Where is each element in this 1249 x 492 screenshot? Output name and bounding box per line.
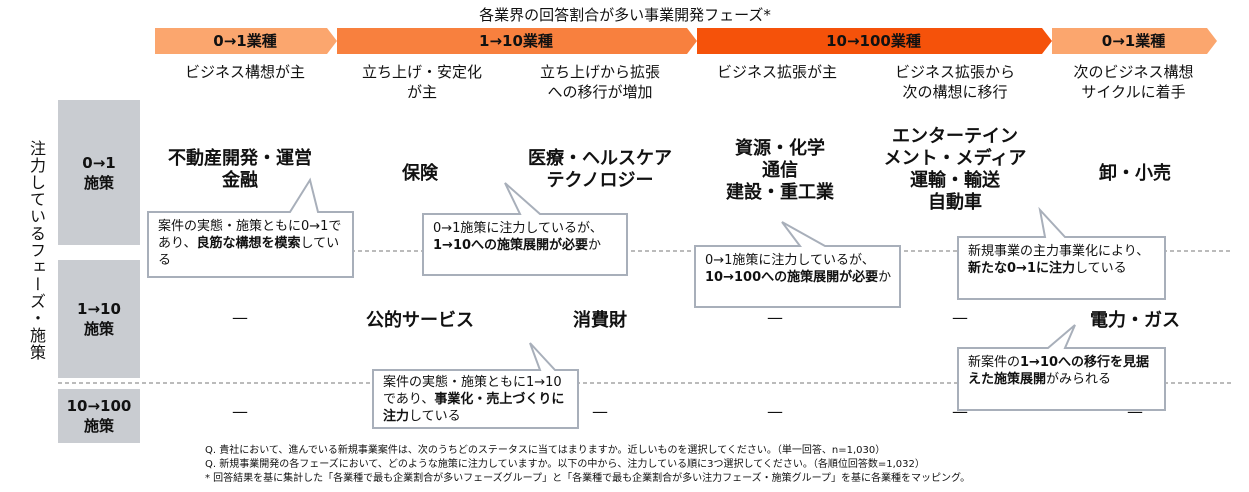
empty-mark: — (767, 402, 783, 421)
phase-label-10to100: 10→100業種 (826, 32, 921, 50)
phase-label-0to1-next: 0→1業種 (1101, 32, 1166, 50)
callout-1-shape (147, 177, 354, 278)
phase-label-1to10: 1→10業種 (479, 32, 553, 50)
empty-mark: — (952, 402, 968, 421)
footnote-q1: Q. 貴社において、進んでいる新規事業案件は、次のうちどのステータスに当てはまり… (205, 445, 886, 456)
callout-next-0to1: 新規事業の主力事業化により、新たな0→1に注力している (968, 244, 1150, 276)
empty-mark: — (232, 308, 248, 327)
phase-description: 立ち上げから拡張 への移行が増加 (539, 63, 660, 101)
industry-label: 医療・ヘルスケア テクノロジー (528, 148, 672, 191)
callout-2-shape (422, 182, 628, 276)
phase-arrow-3 (697, 28, 1052, 54)
callout-0to1-industry: 案件の実態・施策ともに0→1であり、良筋な構想を模索している (158, 219, 342, 268)
phase-description: 次のビジネス構想 サイクルに着手 (1073, 63, 1194, 101)
industry-label: 卸・小売 (1099, 163, 1171, 184)
phase-arrow-1 (155, 28, 337, 54)
footnote-method: * 回答結果を基に集計した「各業種で最も企業割合が多いフェーズグループ」と「各業… (205, 473, 971, 484)
callout-5-shape (957, 324, 1166, 411)
industry-label: 保険 (402, 163, 438, 184)
industry-label: 電力・ガス (1090, 310, 1180, 331)
callout-electricity-gas: 新案件の1→10への移行を見据えた施策展開がみられる (968, 355, 1150, 387)
empty-mark: — (767, 308, 783, 327)
industry-label: 消費財 (573, 310, 627, 331)
phase-description: 立ち上げ・安定化 が主 (361, 63, 482, 101)
empty-mark: — (952, 308, 968, 327)
phase-arrow-4 (1052, 28, 1217, 54)
row-header-0to1: 0→1 施策 (58, 100, 140, 245)
row-header-10to100: 10→100 施策 (58, 389, 140, 443)
callout-4-shape (957, 206, 1166, 300)
vertical-axis-label: 注力しているフェーズ・施策 (27, 140, 46, 361)
phase-description: ビジネス構想が主 (184, 63, 305, 81)
callout-3-shape (694, 221, 901, 308)
callout-6-shape (372, 342, 579, 429)
callout-1to10-industry: 案件の実態・施策ともに1→10であり、事業化・売上づくりに注力している (383, 375, 565, 424)
empty-mark: — (232, 402, 248, 421)
industry-label: 公的サービス (366, 310, 474, 331)
phase-description: ビジネス拡張から 次の構想に移行 (894, 63, 1015, 101)
callout-10to100-industry: 0→1施策に注力しているが、10→100への施策展開が必要か (705, 253, 892, 285)
phase-description: ビジネス拡張が主 (716, 63, 837, 81)
empty-mark: — (592, 402, 608, 421)
phase-arrow-2 (337, 28, 697, 54)
diagram-title: 各業界の回答割合が多い事業開発フェーズ* (479, 6, 771, 24)
row-header-1to10: 1→10 施策 (58, 260, 140, 378)
callout-insurance: 0→1施策に注力しているが、1→10への施策展開が必要か (433, 221, 603, 253)
phase-label-0to1: 0→1業種 (213, 32, 277, 50)
footnote-q2: Q. 新規事業開発の各フェーズにおいて、どのような施策に注力していますか。以下の… (205, 459, 925, 470)
industry-label: エンターテイン メント・メディア 運輸・輸送 自動車 (883, 126, 1027, 213)
industry-label: 資源・化学 通信 建設・重工業 (726, 138, 834, 203)
industry-label: 不動産開発・運営 金融 (168, 148, 312, 191)
empty-mark: — (1127, 402, 1143, 421)
